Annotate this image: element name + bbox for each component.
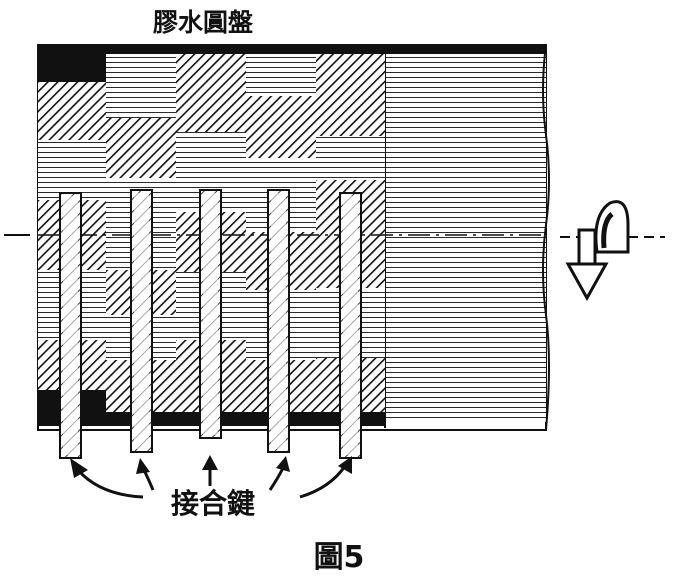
joining-key-1 xyxy=(59,192,82,459)
joining-key-label: 接合鍵 xyxy=(171,487,255,520)
joining-key-5 xyxy=(339,192,362,459)
cylinder-body-right xyxy=(384,54,546,428)
joining-key-4 xyxy=(267,189,290,453)
glue-disk-label: 膠水圓盤 xyxy=(153,8,254,37)
curved-rotation-arrow-icon xyxy=(565,200,630,302)
joining-key-3 xyxy=(199,189,222,439)
leader-arrows xyxy=(70,455,352,499)
joining-key-2 xyxy=(130,189,153,453)
figure-caption: 圖5 xyxy=(314,540,365,575)
glue-disk-stack xyxy=(37,44,550,431)
